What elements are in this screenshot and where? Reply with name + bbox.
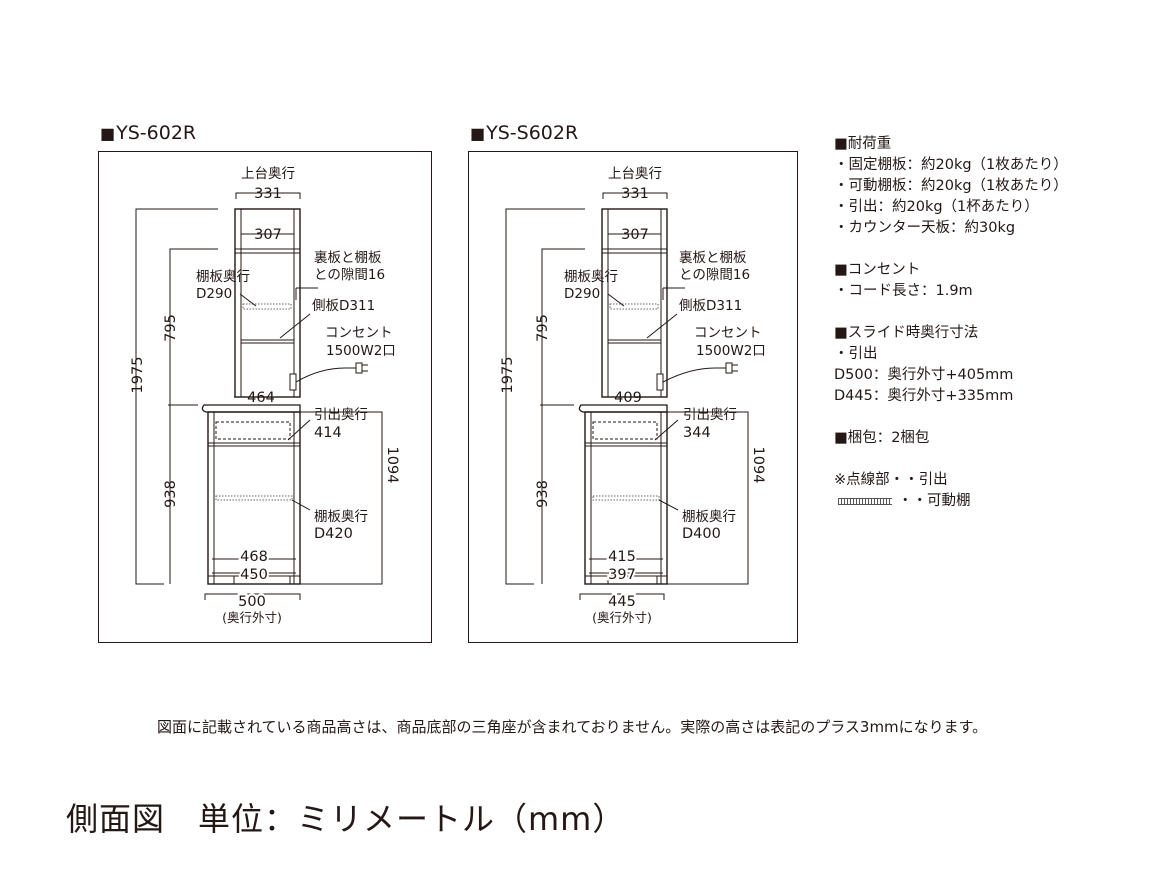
load-item: ・固定棚板：約20kg（1枚あたり）	[834, 157, 1068, 173]
right-drawer-label: 引出奥行	[683, 406, 737, 423]
slide-item: ・引出	[834, 346, 878, 362]
left-diagram-title: ■YS-602R	[100, 122, 197, 144]
legend-shelf: ・・可動棚	[834, 491, 1068, 512]
left-outer-label: (奥行外寸)	[222, 610, 282, 625]
right-lower-shelf-value: D400	[682, 526, 721, 542]
spec-panel: ■耐荷重 ・固定棚板：約20kg（1枚あたり） ・可動棚板：約20kg（1枚あた…	[834, 134, 1068, 512]
slide-item: D500：奥行外寸+405mm	[834, 367, 1014, 383]
right-side-panel: 側板D311	[679, 298, 742, 314]
left-outlet-label: コンセント	[325, 325, 393, 341]
right-back-gap-label: 裏板と棚板	[679, 250, 747, 266]
right-upper-depth: 331	[621, 186, 649, 202]
left-outlet-spec: 1500W2口	[326, 343, 396, 359]
slide-title: ■スライド時奥行寸法	[834, 325, 979, 341]
right-outer-label: (奥行外寸)	[592, 610, 652, 625]
right-outer-depth: 445	[608, 594, 636, 610]
left-lower-shelf-label: 棚板奥行	[314, 508, 368, 525]
load-item: ・可動棚板：約20kg（1枚あたり）	[834, 178, 1068, 194]
load-item: ・カウンター天板：約30kg	[834, 220, 1016, 236]
left-bottom-inner-1: 468	[240, 549, 268, 565]
load-title: ■耐荷重	[834, 136, 892, 152]
right-upper-depth-label: 上台奥行	[608, 165, 662, 182]
left-height-upper: 795	[163, 314, 179, 342]
left-upper-depth: 331	[254, 186, 282, 202]
slide-item: D445：奥行外寸+335mm	[834, 388, 1014, 404]
left-drawer-value: 414	[314, 425, 342, 441]
outlet-spec: ■コンセント ・コード長さ：1.9m	[834, 260, 1068, 302]
right-drawer-value: 344	[683, 425, 711, 441]
left-height-lower: 938	[163, 480, 179, 508]
left-back-gap-value: との隙間16	[314, 267, 385, 283]
footer-title: 側面図 単位：ミリメートル（mm）	[66, 800, 626, 838]
right-outlet-spec: 1500W2口	[696, 343, 766, 359]
left-height-total: 1975	[130, 357, 146, 394]
left-side-panel: 側板D311	[312, 298, 375, 314]
right-height-total: 1975	[500, 357, 516, 394]
right-counter-depth: 409	[614, 390, 642, 406]
left-back-gap-label: 裏板と棚板	[314, 250, 382, 266]
right-upper-inner: 307	[621, 227, 649, 243]
outlet-title: ■コンセント	[834, 262, 921, 278]
left-outer-depth: 500	[238, 594, 266, 610]
right-diagram-frame	[468, 151, 798, 643]
right-height-lower: 938	[535, 480, 551, 508]
left-lower-shelf-value: D420	[314, 526, 353, 542]
right-bottom-inner-2: 397	[608, 567, 636, 583]
left-upper-shelf-label: 棚板奥行	[196, 268, 250, 285]
right-back-gap-value: との隙間16	[679, 267, 750, 283]
right-lower-shelf-label: 棚板奥行	[682, 508, 736, 525]
right-bottom-inner-1: 415	[608, 549, 636, 565]
left-upper-depth-label: 上台奥行	[241, 165, 295, 182]
left-drawer-label: 引出奥行	[314, 406, 368, 423]
left-upper-inner: 307	[254, 227, 282, 243]
load-spec: ■耐荷重 ・固定棚板：約20kg（1枚あたり） ・可動棚板：約20kg（1枚あた…	[834, 134, 1068, 239]
outlet-item: ・コード長さ：1.9m	[834, 283, 973, 299]
left-bottom-inner-2: 450	[240, 567, 268, 583]
right-outlet-label: コンセント	[694, 325, 762, 341]
movable-shelf-symbol	[838, 497, 892, 505]
left-height-right: 1094	[384, 447, 400, 484]
right-upper-shelf-label: 棚板奥行	[564, 268, 618, 285]
right-upper-shelf-value: D290	[564, 286, 600, 302]
right-height-upper: 795	[535, 314, 551, 342]
left-counter-depth: 464	[247, 390, 275, 406]
right-height-right: 1094	[750, 447, 766, 484]
package-spec: ■梱包：2梱包	[834, 430, 930, 446]
left-upper-shelf-value: D290	[196, 286, 232, 302]
right-diagram-title: ■YS-S602R	[470, 122, 579, 144]
left-diagram-frame	[98, 151, 432, 643]
load-item: ・引出：約20kg（1杯あたり）	[834, 199, 1039, 215]
slide-spec: ■スライド時奥行寸法 ・引出 D500：奥行外寸+405mm D445：奥行外寸…	[834, 323, 1068, 407]
height-note: 図面に記載されている商品高さは、商品底部の三角座が含まれておりません。実際の高さ…	[157, 718, 988, 736]
legend-dotted: ※点線部・・引出	[834, 472, 948, 488]
